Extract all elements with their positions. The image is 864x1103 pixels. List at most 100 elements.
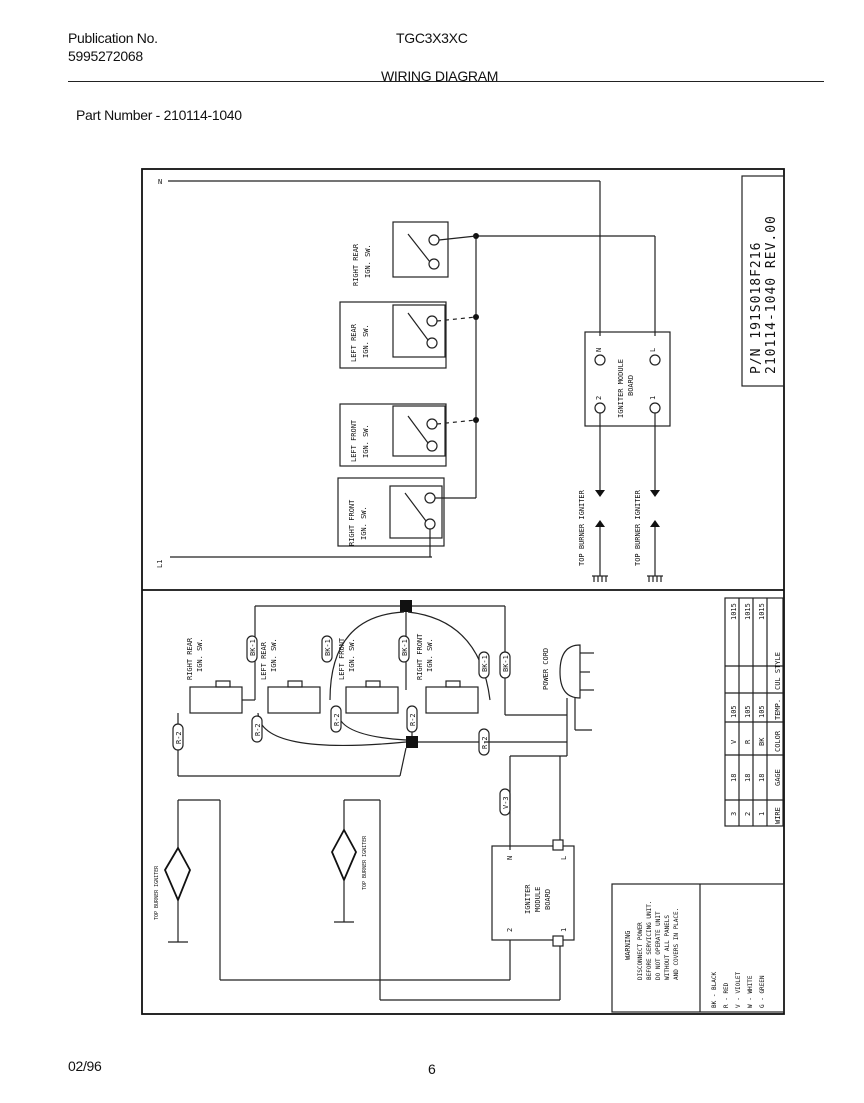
svg-text:R-2: R-2 [254,723,262,736]
svg-text:DO NOT OPERATE UNIT: DO NOT OPERATE UNIT [655,911,662,980]
svg-text:IGN. SW.: IGN. SW. [360,506,368,540]
igniter-label: TOP BURNER IGNITER [634,489,642,566]
svg-text:R-2: R-2 [409,713,417,726]
wire-tag: BK-1 [478,651,490,679]
svg-text:IGN. SW.: IGN. SW. [426,638,434,672]
svg-text:G - GREEN: G - GREEN [759,975,766,1008]
svg-text:BK-1: BK-1 [324,639,332,656]
schematic-switch-right-rear: RIGHT REAR IGN. SW. [352,221,477,286]
svg-text:IGN. SW.: IGN. SW. [362,424,370,458]
pn-line-1: P/N 191S018F216 [749,242,764,374]
svg-text:LEFT REAR: LEFT REAR [350,323,358,362]
pictorial-switch-left-front: LEFT FRONT IGN. SW. [338,637,399,714]
footer-page-number: 6 [428,1061,436,1077]
svg-text:R-2: R-2 [481,736,489,749]
pictorial-igniter-module: N L 2 1 IGNITER MODULE BOARD [491,839,575,947]
pictorial-switch-right-front: RIGHT FRONT IGN. SW. [416,633,479,714]
svg-text:WITHOUT ALL PANELS: WITHOUT ALL PANELS [664,915,671,980]
svg-text:IGN. SW.: IGN. SW. [348,638,356,672]
svg-text:BEFORE SERVICING UNIT.: BEFORE SERVICING UNIT. [646,901,653,980]
svg-text:IGNITER MODULE: IGNITER MODULE [617,359,625,418]
diagram-frame [141,168,785,1015]
wire-tag: BK-1 [321,635,333,663]
pn-line-2: 210114-1040 REV.00 [764,215,779,374]
warning-block: WARNING DISCONNECT POWER BEFORE SERVICIN… [611,883,785,1013]
svg-text:N: N [506,856,514,860]
svg-text:IGNITER: IGNITER [524,884,532,914]
svg-text:GAGE: GAGE [774,769,782,786]
publication-label: Publication No. [68,30,158,46]
svg-text:1: 1 [758,812,766,816]
part-number-box [741,175,785,387]
svg-text:V: V [730,739,738,744]
igniter-icon: TOP BURNER IGNITER [331,828,368,923]
svg-text:TOP BURNER IGNITER: TOP BURNER IGNITER [154,865,160,920]
svg-text:1: 1 [560,928,568,932]
svg-text:BK-1: BK-1 [249,639,257,656]
svg-text:1015: 1015 [758,603,766,620]
part-number: Part Number - 210114-1040 [76,107,242,123]
svg-text:18: 18 [758,774,766,782]
pictorial-switch-left-rear: LEFT REAR IGN. SW. [260,638,321,714]
svg-text:LEFT REAR: LEFT REAR [260,641,268,680]
svg-text:MODULE: MODULE [534,887,542,912]
svg-text:WIRE: WIRE [774,807,782,824]
junction-dot [473,314,479,320]
footer-date: 02/96 [68,1058,102,1074]
wire-tag: R-2 [406,705,418,733]
svg-text:IGN. SW.: IGN. SW. [270,638,278,672]
power-cord-plug-icon [559,644,594,699]
svg-text:COLOR: COLOR [774,730,782,752]
igniter-icon: TOP BURNER IGNITER [154,846,191,943]
igniter-label: TOP BURNER IGNITER [578,489,586,566]
schematic-igniter-module: N L 2 1 IGNITER MODULE BOARD [584,331,671,427]
ground-icon [592,575,608,582]
model-number: TGC3X3XC [396,30,468,46]
line-l1-label: L1 [156,560,164,568]
svg-text:2: 2 [744,812,752,816]
svg-text:1: 1 [649,396,657,400]
wire-tag: R-2 [330,705,342,733]
power-cord-label: POWER CORD [542,648,550,690]
wire-tag: V-3 [499,788,511,816]
svg-text:DISCONNECT POWER: DISCONNECT POWER [637,922,644,980]
svg-text:BOARD: BOARD [544,889,552,910]
schematic-switch-left-front: LEFT FRONT IGN. SW. [339,403,477,467]
page-title: WIRING DIAGRAM [381,68,499,84]
svg-text:3: 3 [730,812,738,816]
svg-text:LEFT FRONT: LEFT FRONT [350,419,358,462]
svg-text:1015: 1015 [744,603,752,620]
svg-text:RIGHT REAR: RIGHT REAR [352,243,360,286]
wire-tag: R-2 [251,715,263,743]
svg-text:IGN. SW.: IGN. SW. [364,244,372,278]
header-rule [68,81,824,82]
svg-text:TEMP.: TEMP. [774,699,782,720]
wire-tag: BK-1 [499,651,511,679]
svg-text:BK-1: BK-1 [502,655,510,672]
line-n-label: N [158,178,162,186]
wire-tag: BK-1 [246,635,258,663]
svg-text:R: R [744,739,752,744]
svg-text:V-3: V-3 [502,796,510,809]
top-junction-connector [400,600,412,612]
svg-text:IGN. SW.: IGN. SW. [196,638,204,672]
pictorial-switch-right-rear: RIGHT REAR IGN. SW. [186,637,243,714]
svg-text:TOP BURNER IGNITER: TOP BURNER IGNITER [362,835,368,890]
svg-text:BK: BK [758,737,766,746]
svg-text:IGN. SW.: IGN. SW. [362,324,370,358]
svg-text:LEFT FRONT: LEFT FRONT [338,637,346,680]
wire-spec-table: WIRE GAGE COLOR TEMP. CUL STYLE 3 18 V 1… [724,597,784,827]
svg-text:R - RED: R - RED [723,982,730,1008]
svg-text:18: 18 [744,774,752,782]
svg-text:L: L [649,348,657,352]
svg-text:RIGHT FRONT: RIGHT FRONT [348,499,356,546]
svg-text:2: 2 [506,928,514,932]
wire-tag: BK-1 [398,635,410,663]
svg-text:18: 18 [730,774,738,782]
svg-text:BK-1: BK-1 [401,639,409,656]
schematic-switch-left-rear: LEFT REAR IGN. SW. [339,301,477,369]
svg-text:RIGHT FRONT: RIGHT FRONT [416,633,424,680]
svg-text:BOARD: BOARD [627,375,635,396]
svg-text:W - WHITE: W - WHITE [747,975,754,1008]
